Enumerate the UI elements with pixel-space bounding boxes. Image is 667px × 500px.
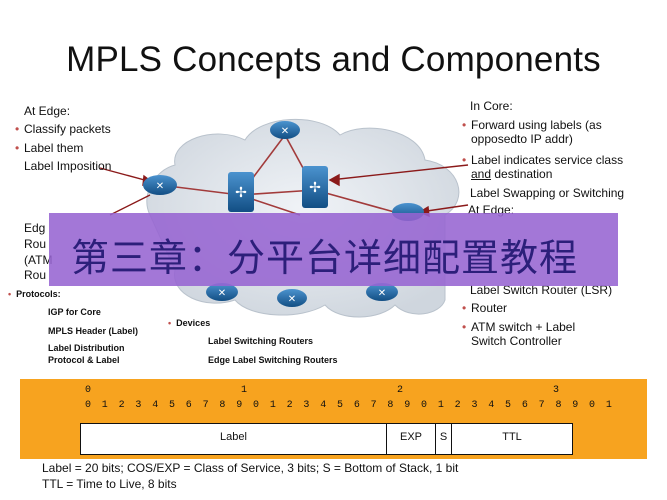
core-heading: In Core: [470,99,513,113]
protocols-heading: • Protocols: [8,289,61,299]
field-s: S [439,431,448,443]
field-ttl-box [451,423,573,455]
edge-sub: Label Imposition [24,159,112,173]
svg-text:✕: ✕ [378,288,386,299]
svg-text:✕: ✕ [156,181,164,192]
field-label-box [80,423,387,455]
edge-partial-2: Rou [24,237,47,251]
protocol-item-1: IGP for Core [48,307,101,317]
lsr-bullet-1: •Router [462,301,508,315]
router-core-top: ✕ [270,121,300,139]
bit-tens-2: 2 [397,385,404,396]
router-edge-left: ✕ [143,175,177,195]
chapter-banner-text: 第三章：分平台详细配置教程 [71,236,579,280]
bit-ones-row: 0 1 2 3 4 5 6 7 8 9 0 1 2 3 4 5 6 7 8 9 … [85,400,615,411]
field-label: Label [220,431,247,443]
router-bottom-mid: ✕ [277,289,307,307]
svg-text:✢: ✢ [309,179,321,195]
device-item-1: Label Switching Routers [208,336,314,346]
atm-switch-right: ✢ [302,166,328,208]
edge-bullet-2: •Label them [15,141,84,155]
field-exp: EXP [399,431,422,443]
lsr-heading: Label Switch Router (LSR) [470,283,613,297]
slide-title: MPLS Concepts and Components [66,40,601,79]
svg-text:✢: ✢ [235,184,247,200]
chapter-banner: 第三章：分平台详细配置教程 [49,213,618,286]
router-bottom-right: ✕ [366,283,398,301]
svg-text:✕: ✕ [281,126,289,137]
protocol-item-2: MPLS Header (Label) [48,326,139,336]
edge-bullet-1: •Classify packets [15,122,111,136]
field-ttl: TTL [502,431,522,443]
router-bottom-left: ✕ [206,283,238,301]
svg-text:✕: ✕ [288,294,296,305]
edge-partial-3: (ATM [24,253,53,267]
bit-tens-3: 3 [553,385,560,396]
header-note-line-1: Label = 20 bits; COS/EXP = Class of Serv… [42,461,459,475]
edge-partial-1: Edg [24,221,46,235]
devices-heading: • Devices [168,318,211,328]
bit-tens-0: 0 [85,385,92,396]
device-item-2: Edge Label Switching Routers [208,355,338,365]
field-exp-box [386,423,436,455]
edge-partial-4: Rou [24,268,47,282]
atm-switch-left: ✢ [228,172,254,212]
header-note: Label = 20 bits; COS/EXP = Class of Serv… [42,460,602,500]
svg-text:✕: ✕ [218,288,226,299]
edge-heading: At Edge: [24,104,71,118]
core-sub: Label Swapping or Switching [470,186,625,200]
bit-tens-1: 1 [241,385,248,396]
header-note-line-2: TTL = Time to Live, 8 bits [42,477,177,491]
